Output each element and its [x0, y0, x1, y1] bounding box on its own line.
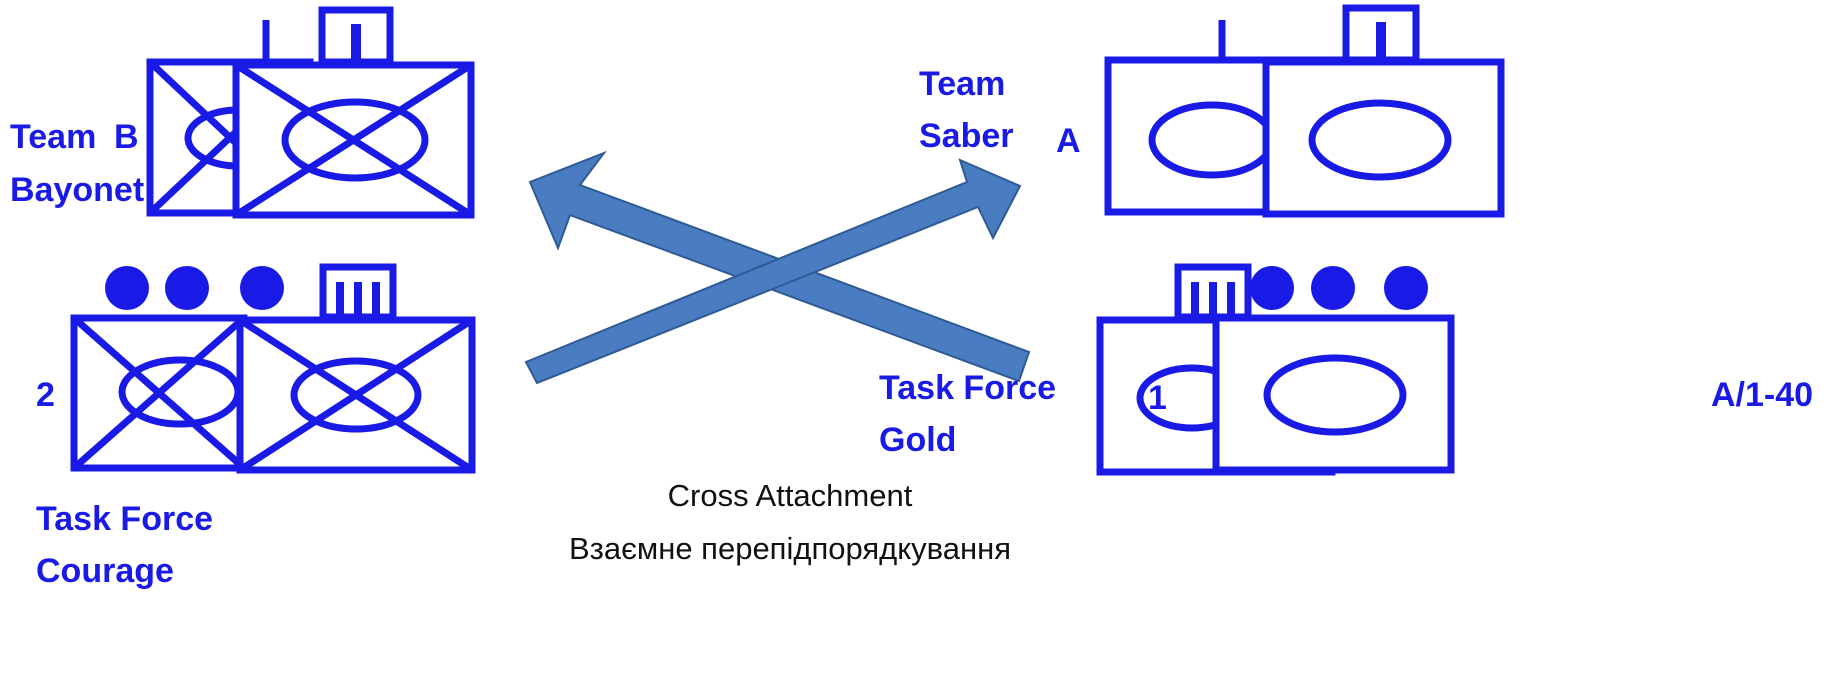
task-force-courage-name-line1: Task Force — [36, 500, 214, 538]
task-force-courage-symbol — [70, 314, 476, 474]
task-force-gold-designation: 1 — [1148, 379, 1167, 417]
dot-3 — [1384, 266, 1428, 310]
team-saber-name-line1: Team — [919, 65, 1006, 103]
team-saber-size-marker — [1218, 4, 1420, 64]
team-saber-name-line2: Saber — [919, 117, 1014, 155]
dot-1 — [1250, 266, 1294, 310]
dot-1 — [105, 266, 149, 310]
dot-3 — [240, 266, 284, 310]
team-bayonet-designation: B — [114, 118, 139, 156]
team-bayonet-name-line2: Bayonet — [10, 171, 145, 209]
task-force-gold-size-marker — [1174, 263, 1428, 321]
task-force-courage-name-line2: Courage — [36, 552, 174, 590]
dot-2 — [1311, 266, 1355, 310]
caption-line2: Взаємне перепідпорядкування — [568, 531, 1012, 566]
task-force-gold-name-line1: Task Force — [879, 369, 1057, 407]
team-saber-symbol — [1104, 56, 1505, 218]
task-force-gold-name-line2: Gold — [879, 421, 957, 459]
arrow-to-team-saber — [524, 158, 1022, 385]
caption-line1: Cross Attachment — [667, 478, 913, 513]
dot-2 — [165, 266, 209, 310]
team-bayonet-size-marker — [262, 6, 394, 66]
team-saber-designation: A — [1056, 122, 1081, 160]
task-force-courage-size-marker — [105, 263, 397, 321]
team-bayonet-symbol — [146, 58, 475, 219]
team-bayonet-name-line1: Team — [10, 118, 97, 156]
task-force-gold-parent: A/1-40 — [1711, 376, 1814, 414]
task-force-courage-designation: 2 — [36, 376, 55, 414]
cross-attachment-arrows — [524, 150, 1031, 385]
task-force-gold-symbol — [1096, 314, 1455, 476]
